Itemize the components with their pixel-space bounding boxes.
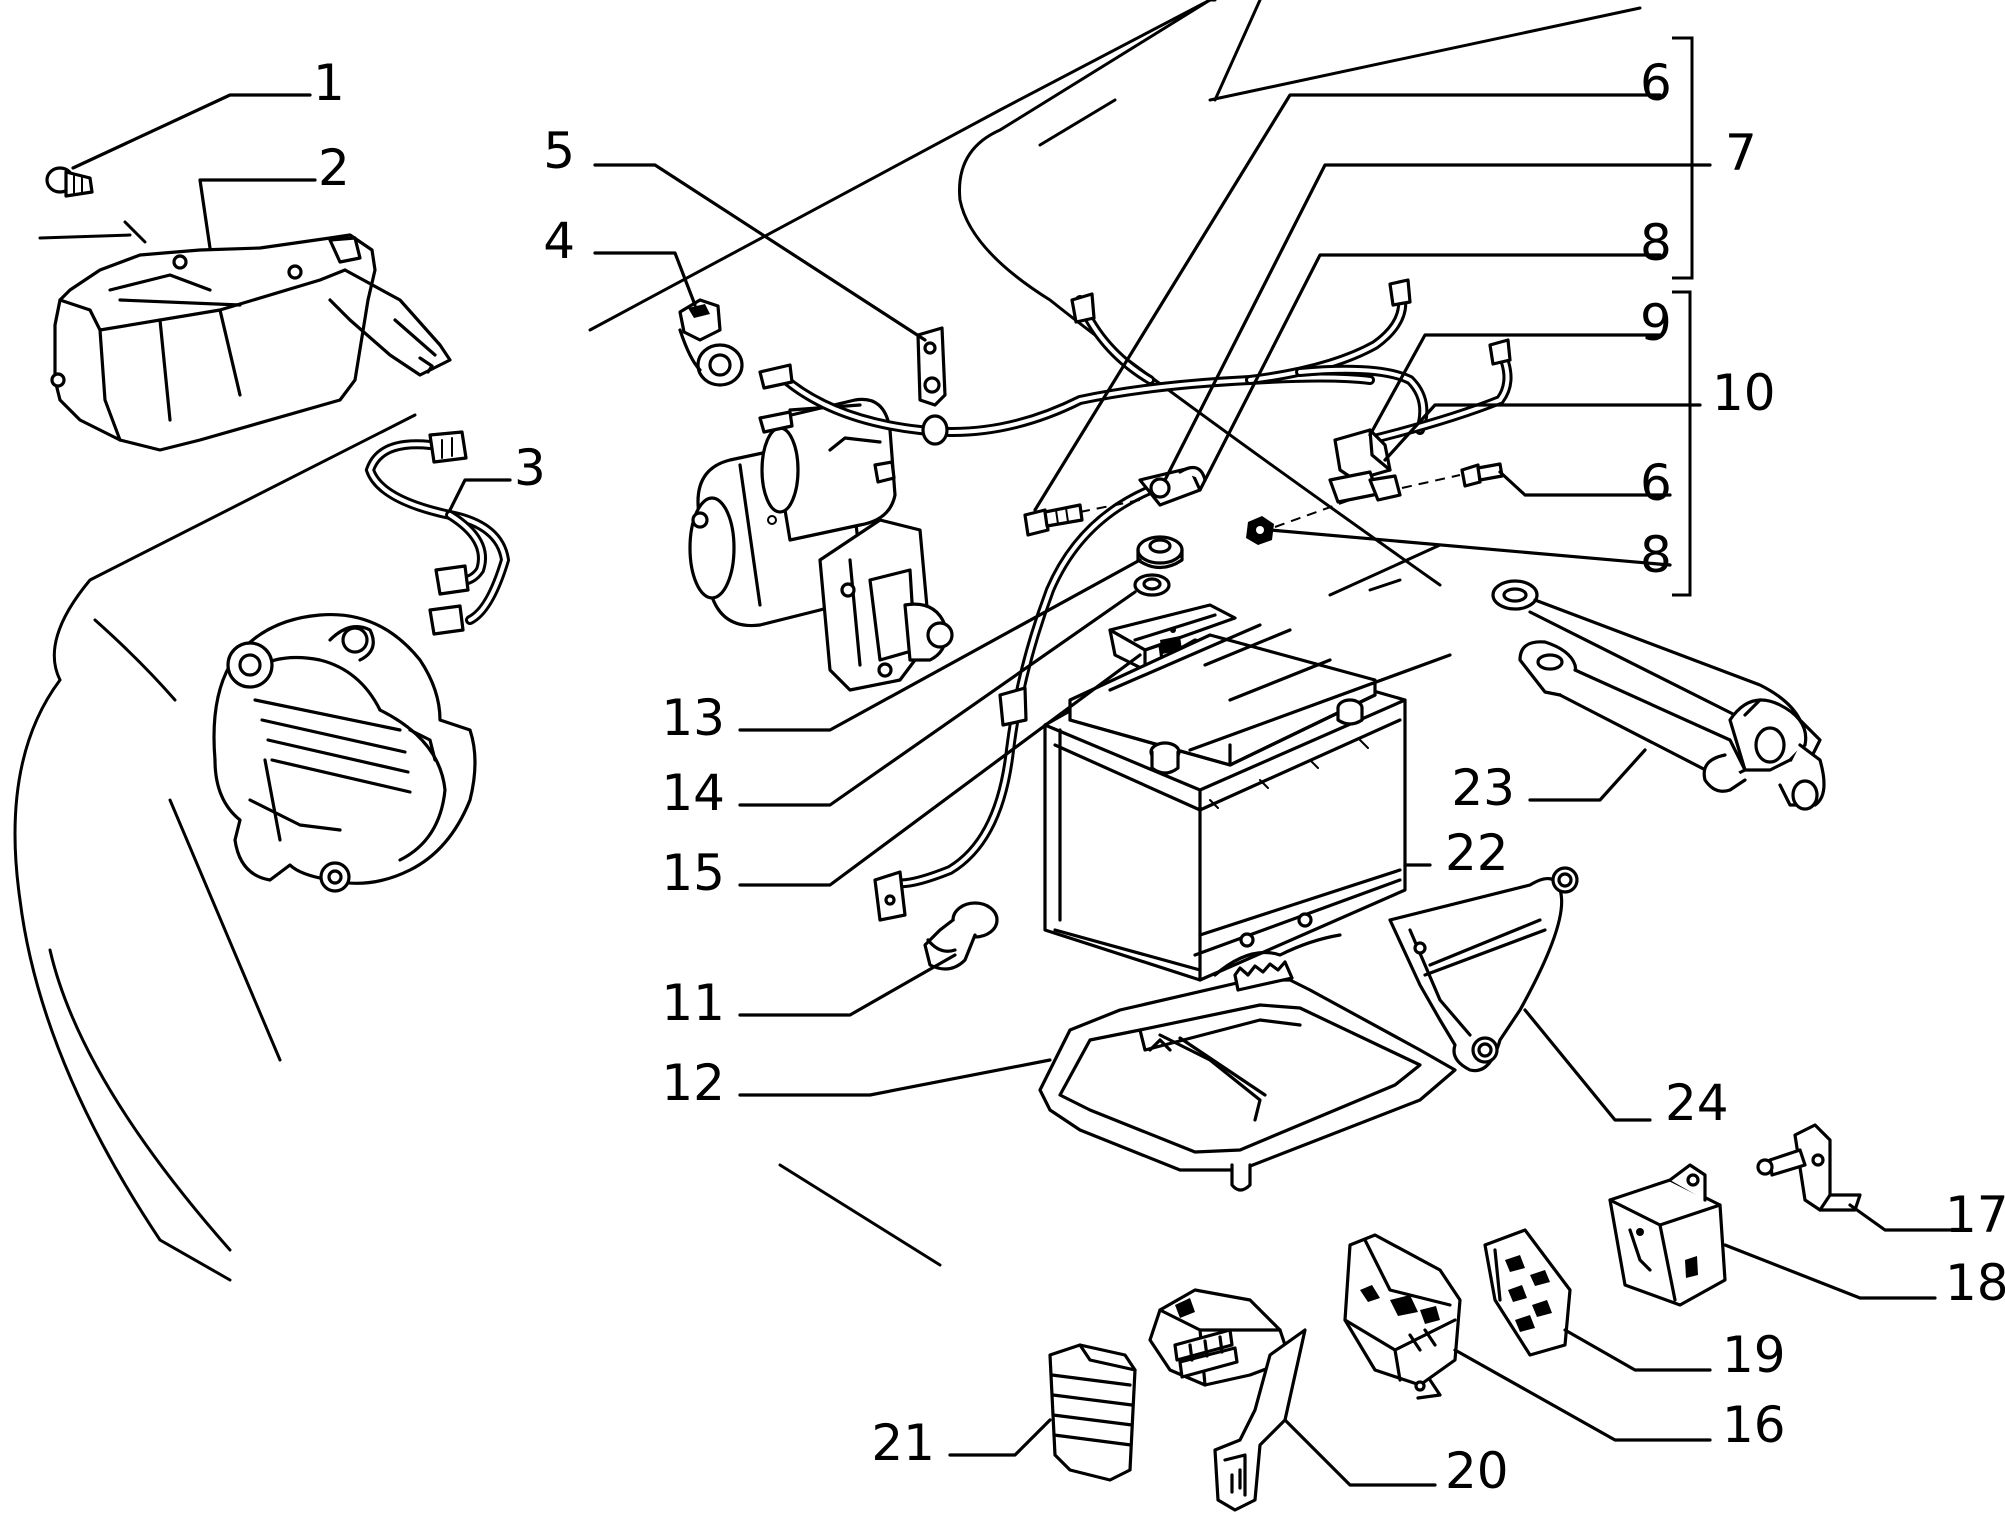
leader-3 — [448, 478, 512, 512]
callout-14: 14 — [661, 764, 725, 822]
leader-8b — [1268, 528, 1672, 567]
group-bracket-lower — [1672, 290, 1692, 597]
leader-6b — [1498, 470, 1672, 497]
callout-13: 13 — [661, 689, 725, 747]
callout-16: 16 — [1722, 1396, 1786, 1454]
terminal-bolt-part-lower — [1401, 462, 1504, 489]
callout-18: 18 — [1945, 1254, 2005, 1312]
terminal-bolt-part-upper — [1023, 499, 1141, 537]
leader-24 — [1523, 1008, 1652, 1122]
leader-21 — [948, 1418, 1052, 1457]
clip-part — [916, 326, 947, 407]
alternator-part — [212, 612, 477, 893]
leader-11 — [738, 953, 957, 1017]
leader-1 — [71, 93, 312, 170]
callout-15: 15 — [661, 844, 725, 902]
leader-18 — [1723, 1243, 1937, 1300]
callout-9: 9 — [1640, 294, 1672, 352]
callout-10: 10 — [1712, 364, 1776, 422]
leader-23 — [1528, 748, 1647, 802]
callout-21: 21 — [871, 1414, 935, 1472]
bolt-part — [45, 166, 94, 198]
callout-3: 3 — [514, 439, 546, 497]
callout-23: 23 — [1451, 759, 1515, 817]
leader-20 — [1283, 1418, 1437, 1487]
callout-12: 12 — [661, 1054, 725, 1112]
terminal-cap-part — [923, 901, 999, 971]
leader-19 — [1563, 1328, 1712, 1372]
callout-5: 5 — [543, 122, 575, 180]
terminal-clamp-part — [873, 465, 1207, 922]
leader-2 — [198, 178, 317, 250]
leader-17 — [1848, 1203, 1957, 1232]
leader-4 — [593, 251, 697, 307]
vehicle-body-outline — [13, 0, 1642, 1282]
terminal-nut-part — [1246, 499, 1351, 545]
callout-8a: 8 — [1640, 214, 1672, 272]
callout-6b: 6 — [1640, 454, 1672, 512]
fuse-box-part — [1343, 1233, 1462, 1400]
leader-lines — [71, 93, 1957, 1487]
callout-1: 1 — [313, 54, 345, 112]
callout-numbers: 1 2 3 4 5 6 7 8 9 10 6 8 13 14 15 23 22 … — [313, 54, 2005, 1500]
hold-down-clamp-part — [1108, 603, 1237, 672]
grommet-part — [678, 298, 744, 387]
engine-cover-part — [50, 233, 452, 452]
small-bracket-part — [1756, 1123, 1862, 1212]
leader-5 — [593, 163, 927, 342]
connector-cover-part — [1048, 1343, 1137, 1482]
washer-part-14 — [1133, 573, 1171, 597]
callout-11: 11 — [661, 974, 725, 1032]
leader-13 — [738, 558, 1142, 732]
callout-17: 17 — [1945, 1186, 2005, 1244]
leader-14 — [738, 590, 1137, 807]
callout-22: 22 — [1445, 824, 1509, 882]
battery-cable-assembly — [758, 278, 1513, 446]
battery-part — [1043, 623, 1452, 982]
leader-10 — [1383, 403, 1702, 462]
callout-4: 4 — [543, 212, 575, 270]
callout-19: 19 — [1722, 1326, 1786, 1384]
wiring-harness-part — [364, 430, 511, 636]
callout-2: 2 — [318, 139, 350, 197]
battery-bracket-part — [1388, 866, 1579, 1073]
leader-16 — [1453, 1348, 1712, 1442]
group-bracket-upper — [1672, 36, 1694, 280]
fuse-block-part — [1328, 428, 1402, 504]
leader-12 — [738, 1058, 1052, 1097]
ground-cable-part — [1491, 579, 1826, 811]
callout-6a: 6 — [1640, 54, 1672, 112]
starter-motor-part — [688, 397, 954, 692]
connector-holder-part — [1148, 1288, 1307, 1512]
leader-6a — [1033, 93, 1662, 512]
leader-8a — [1198, 253, 1662, 492]
connector-plate-part — [1483, 1228, 1572, 1357]
callout-24: 24 — [1665, 1074, 1729, 1132]
callout-20: 20 — [1445, 1442, 1509, 1500]
callout-8b: 8 — [1640, 526, 1672, 584]
relay-box-part — [1608, 1163, 1727, 1307]
leader-15 — [738, 653, 1142, 887]
leader-9 — [1368, 333, 1662, 437]
washer-part-13 — [1136, 535, 1184, 570]
leader-7 — [1163, 163, 1712, 482]
battery-tray-part — [1038, 960, 1457, 1192]
callout-7: 7 — [1725, 124, 1757, 182]
